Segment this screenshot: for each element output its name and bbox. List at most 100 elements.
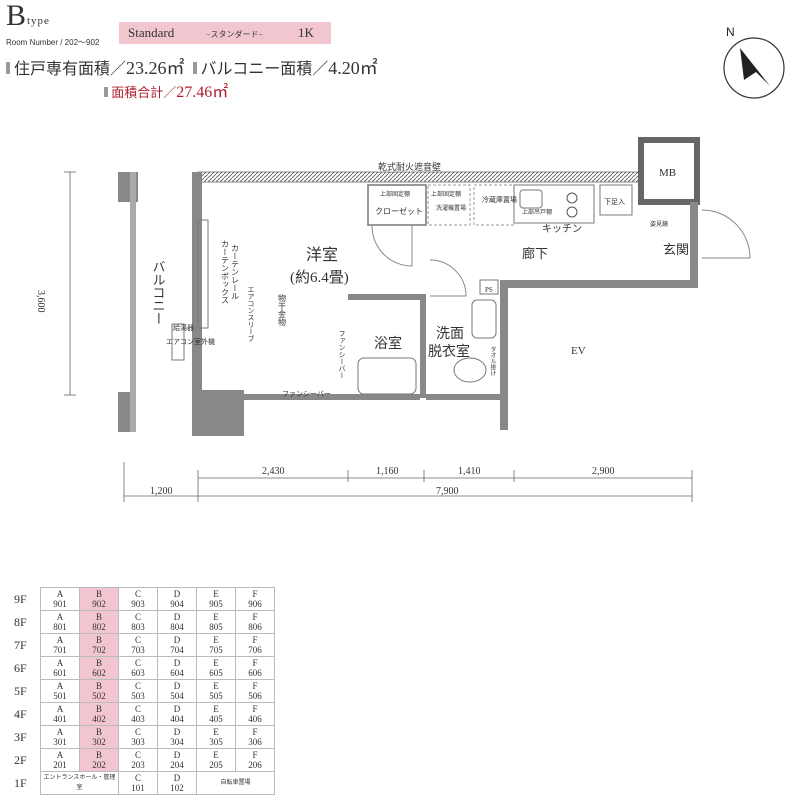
- unit-number: 902: [92, 599, 106, 609]
- unit-type: E: [213, 658, 219, 668]
- unit-type: B: [95, 727, 102, 737]
- unit-type: E: [213, 750, 219, 760]
- unit-number: 804: [170, 622, 184, 632]
- bathtub: [357, 357, 417, 395]
- fridge-area: [473, 184, 515, 226]
- unit-type: B: [95, 589, 102, 599]
- unit-type: D: [173, 773, 181, 783]
- washer-area: [427, 184, 471, 226]
- balcony-wall-bottom: [118, 392, 130, 432]
- balcony-area-value: 4.20㎡: [328, 58, 378, 78]
- unit-number: 704: [170, 645, 184, 655]
- type-word: type: [27, 15, 50, 27]
- shoe-box: [599, 184, 633, 216]
- area-summary: 住戸専有面積／23.26㎡ バルコニー面積／4.20㎡: [6, 54, 378, 80]
- mb-wall: [638, 137, 700, 205]
- shelf-top-label: 上部固定棚: [380, 190, 410, 198]
- floor-label: 1F: [14, 776, 27, 790]
- unit-type: C: [134, 704, 141, 714]
- western-room-label: 洋室: [306, 246, 338, 264]
- upper-cabinet-label: 上部吊戸棚: [522, 208, 552, 216]
- unit-number: 405: [209, 714, 223, 724]
- total-area-value: 27.46㎡: [176, 84, 229, 101]
- unit-number: 705: [209, 645, 223, 655]
- unit-type: E: [213, 635, 219, 645]
- washbasin: [471, 299, 497, 339]
- unit-number: 601: [53, 668, 67, 678]
- private-area-label: 住戸専有面積／: [14, 61, 127, 78]
- sink-icon: [519, 189, 543, 209]
- partition-wall: [420, 298, 426, 398]
- fancy-bar-label: ファンシーバー: [338, 330, 346, 379]
- closet-door: [371, 225, 413, 267]
- room-number: Room Number / 202～902: [6, 38, 100, 47]
- unit-type: C: [134, 612, 141, 622]
- unit-number: 504: [170, 691, 184, 701]
- unit-number: 906: [248, 599, 262, 609]
- washer-label: 洗濯機置場: [436, 204, 466, 212]
- bath-wall-top: [348, 294, 426, 300]
- plan-name: Standard: [128, 25, 175, 40]
- bullet-mark: [192, 62, 197, 74]
- floor-label: 9F: [14, 592, 27, 606]
- unit-type: A: [56, 589, 64, 599]
- unit-number: 201: [53, 760, 67, 770]
- compass-label: N: [726, 25, 735, 39]
- unit-number: 301: [53, 737, 67, 747]
- unit-type: D: [173, 750, 181, 760]
- unit-number: 506: [248, 691, 262, 701]
- window-sash: [197, 219, 209, 329]
- floor-label: 4F: [14, 707, 27, 721]
- fancy-bar-label-2: ファンシーバー: [282, 390, 331, 398]
- floor-label: 3F: [14, 730, 27, 744]
- dim-total: 7,900: [436, 486, 459, 497]
- building-walls: [118, 137, 700, 436]
- ev-wall: [500, 280, 508, 430]
- dim-balcony: 1,200: [150, 486, 173, 497]
- unit-type: D: [173, 681, 181, 691]
- unit-number: 304: [170, 737, 184, 747]
- unit-type: D: [173, 727, 181, 737]
- unit-type: E: [213, 612, 219, 622]
- floor-label: 7F: [14, 638, 27, 652]
- unit-number: 501: [53, 691, 67, 701]
- fire-wall: [197, 171, 644, 183]
- unit-type: B: [95, 658, 102, 668]
- unit-type: F: [252, 681, 258, 691]
- unit-number: 901: [53, 599, 67, 609]
- unit-type: E: [213, 589, 219, 599]
- unit-type: D: [173, 612, 181, 622]
- shelf-top-label-2: 上部固定棚: [431, 190, 461, 198]
- drying-hardware-label: 物干金物: [278, 293, 287, 327]
- unit-type: F: [252, 750, 258, 760]
- unit-type: C: [134, 773, 141, 783]
- unit-type: D: [173, 658, 181, 668]
- unit-number: 205: [209, 760, 223, 770]
- unit-number: 206: [248, 760, 262, 770]
- washroom-wall-bottom: [426, 394, 504, 400]
